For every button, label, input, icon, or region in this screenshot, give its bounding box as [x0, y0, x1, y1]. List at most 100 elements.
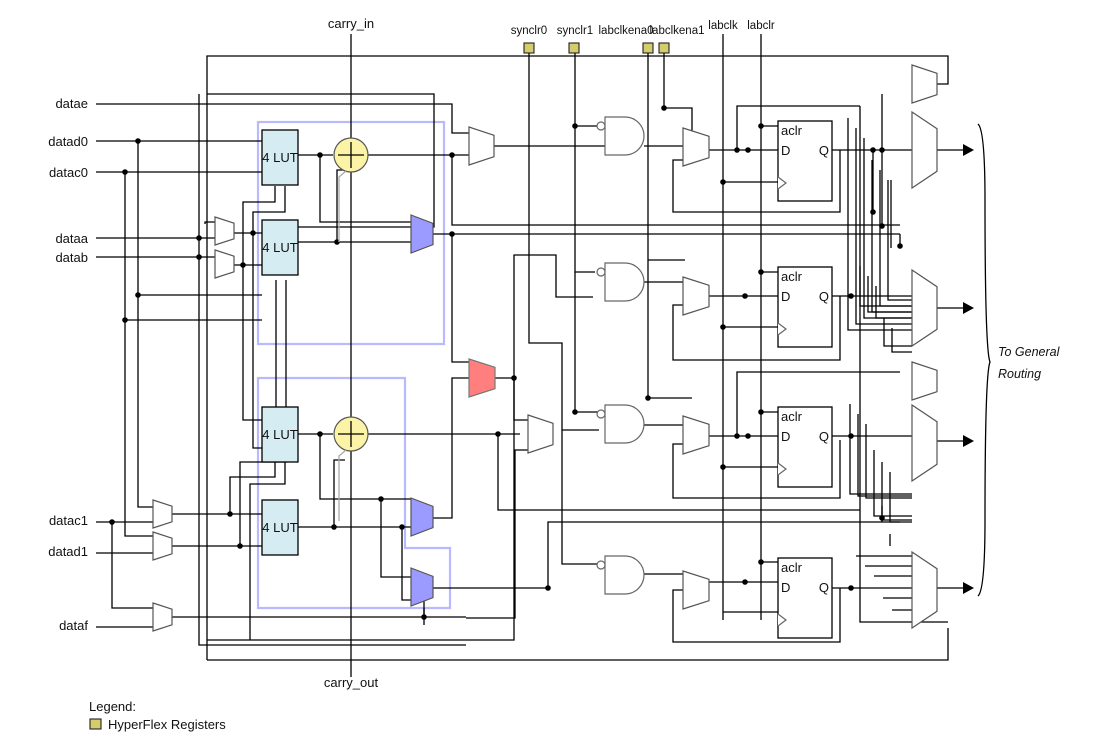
- input-mux-dataf: [152, 602, 173, 632]
- junction-dot: [848, 433, 854, 439]
- input-dataa: dataa: [55, 231, 88, 246]
- input-mux-datac1: [152, 499, 173, 529]
- wire: [401, 527, 411, 601]
- input-datad1: datad1: [48, 544, 88, 559]
- register-input-mux-4: [682, 570, 710, 610]
- output-arrow-2: [963, 302, 974, 314]
- wire: [111, 522, 153, 609]
- flipflop-3: [777, 406, 833, 488]
- input-datab: datab: [55, 250, 88, 265]
- wire: [380, 499, 411, 578]
- junction-dot: [879, 223, 885, 229]
- wire: [229, 460, 276, 514]
- adder-bottom-carry-wire: [338, 449, 347, 521]
- input-dataf: dataf: [59, 618, 88, 633]
- signal-labclkena1: labclkena1: [650, 25, 705, 37]
- junction-dot: [135, 292, 141, 298]
- flipflop-4-clock-icon: [777, 613, 787, 627]
- signal-synclr1: synclr1: [557, 25, 593, 37]
- hyperflex-registers: [523, 42, 670, 54]
- legend: Legend: HyperFlex Registers: [89, 699, 226, 732]
- register-input-mux-2: [682, 276, 710, 316]
- output-mux-1: [911, 110, 938, 190]
- input-datae: datae: [55, 96, 88, 111]
- wire: [96, 103, 469, 134]
- wire: [513, 378, 528, 421]
- shared-arithmetic-mux: [468, 358, 496, 398]
- flipflop-1-d: D: [781, 143, 790, 158]
- wire: [847, 118, 912, 331]
- wire: [867, 276, 912, 313]
- wire: [204, 221, 215, 224]
- flipflop-1-q: Q: [819, 143, 829, 158]
- output-mux-4: [911, 550, 938, 630]
- junction-dot: [848, 585, 854, 591]
- flipflop-3-q: Q: [819, 429, 829, 444]
- wire: [873, 450, 912, 517]
- wire: [497, 434, 860, 511]
- lut-1-label: 4 LUT: [262, 150, 297, 165]
- wire: [672, 296, 841, 361]
- flipflop-2-q: Q: [819, 289, 829, 304]
- sync-clear-gate-3-inverter-bubble: [596, 409, 606, 419]
- wire: [207, 628, 949, 661]
- wire: [879, 170, 912, 307]
- wire: [736, 371, 900, 436]
- feedback-mux-bottom: [911, 361, 938, 401]
- flipflop-4-q: Q: [819, 580, 829, 595]
- hyperflex-register-labclkena0: [642, 42, 654, 54]
- sum-mux-top: [468, 126, 495, 166]
- wire: [889, 472, 912, 523]
- junction-dot: [421, 614, 427, 620]
- junction-dot: [572, 123, 578, 129]
- hyperflex-register-synclr0: [523, 42, 535, 54]
- wire: [513, 254, 593, 378]
- sync-clear-gate-4: [604, 555, 645, 595]
- wire: [672, 150, 841, 213]
- wire: [574, 53, 595, 273]
- wire: [736, 105, 860, 150]
- lut-3-label: 4 LUT: [262, 427, 297, 442]
- wire: [252, 186, 286, 449]
- wire: [875, 286, 912, 319]
- adder-top-carry-wire: [338, 170, 347, 242]
- output-arrow-3: [963, 435, 974, 447]
- lut-4: [261, 499, 299, 556]
- junction-dot: [720, 179, 726, 185]
- carry-in-label: carry_in: [328, 16, 374, 31]
- wire: [207, 93, 435, 228]
- flipflop-2-d: D: [781, 289, 790, 304]
- input-mux-datab: [214, 249, 235, 279]
- sync-clear-gate-1: [604, 116, 645, 156]
- wire: [249, 460, 286, 640]
- alm-bottom-outline: [256, 376, 452, 610]
- wire: [865, 424, 912, 499]
- wire: [137, 141, 153, 508]
- junction-dot: [745, 147, 751, 153]
- signal-synclr0: synclr0: [511, 25, 547, 37]
- sync-clear-gate-2: [604, 262, 645, 302]
- lut-output-mux-bottom-1: [410, 497, 434, 537]
- wire: [855, 128, 912, 325]
- lut-4-label: 4 LUT: [262, 520, 297, 535]
- junction-dot: [572, 409, 578, 415]
- adder-bottom-plus-icon: [338, 421, 364, 447]
- output-mux-2: [911, 268, 938, 348]
- flipflop-4-aclr: aclr: [781, 560, 803, 575]
- wires: [96, 34, 965, 677]
- carry-out-label: carry_out: [324, 675, 379, 690]
- wire: [528, 53, 599, 431]
- register-input-mux-3: [682, 415, 710, 455]
- sum-mux-bottom: [527, 414, 554, 454]
- wire: [574, 272, 599, 413]
- input-mux-datad1: [152, 531, 173, 561]
- junction-dot: [720, 464, 726, 470]
- wire: [881, 462, 912, 521]
- junction-dot: [879, 515, 885, 521]
- flipflop-1: [777, 120, 833, 202]
- lut-1: [261, 129, 299, 186]
- wire: [433, 521, 900, 589]
- junction-dot: [399, 524, 405, 530]
- wire: [466, 449, 528, 619]
